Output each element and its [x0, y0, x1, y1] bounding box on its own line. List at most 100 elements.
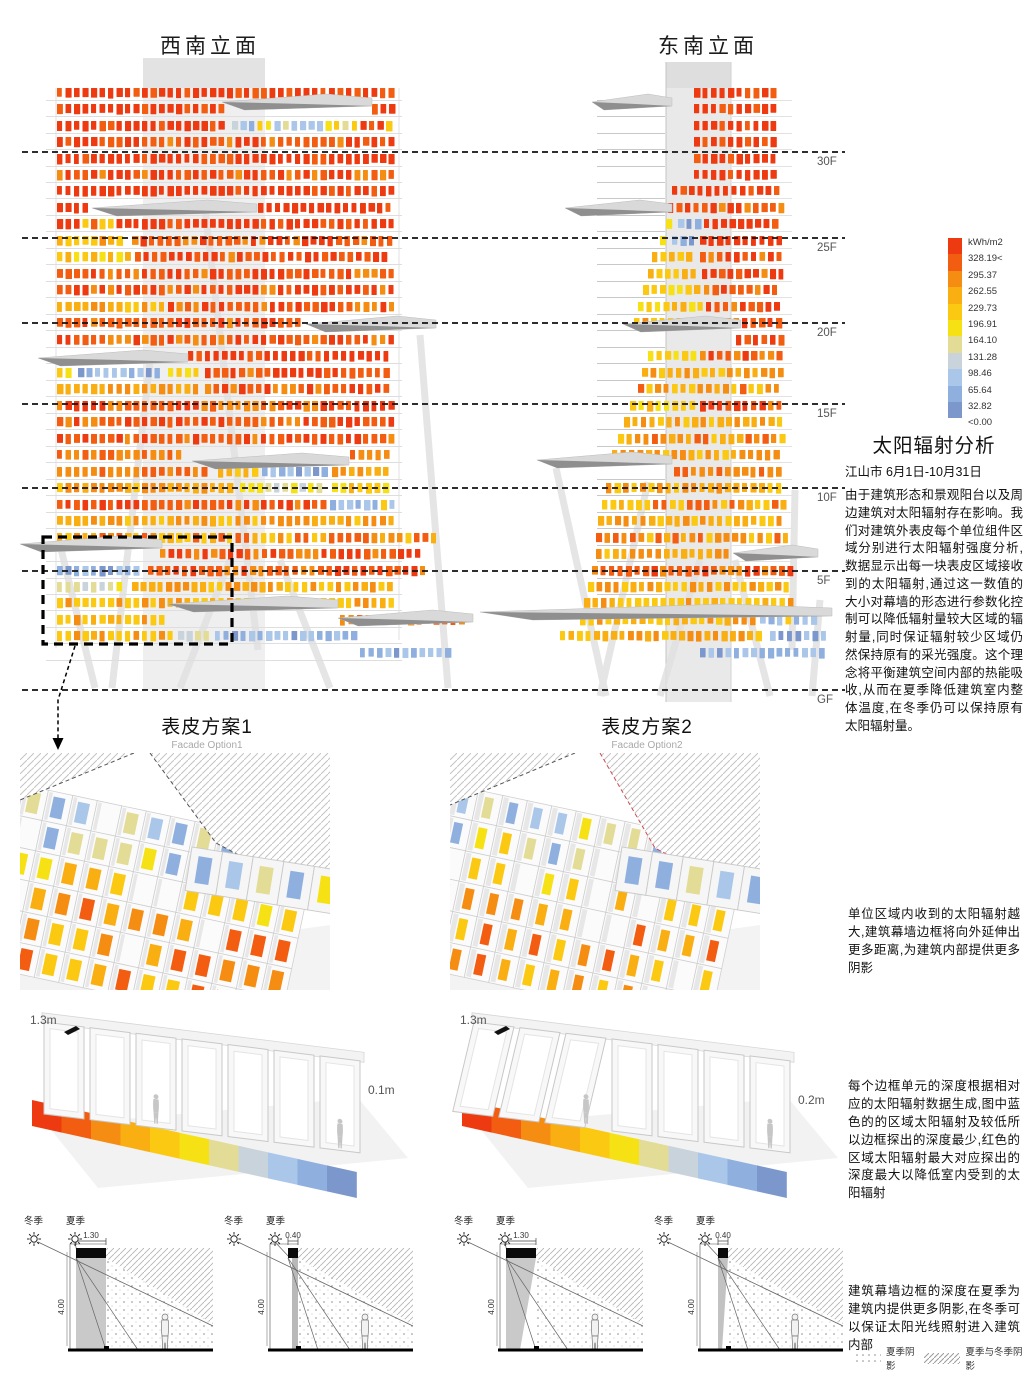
svg-text:夏季: 夏季 — [496, 1215, 516, 1227]
legend-color-cell — [948, 270, 962, 288]
analysis-subtitle: 江山市 6月1日-10月31日 — [845, 465, 982, 479]
balcony — [19, 535, 163, 553]
svg-text:1.30: 1.30 — [83, 1231, 99, 1240]
svg-text:1.30: 1.30 — [513, 1231, 529, 1240]
facade-render-option-1 — [20, 753, 330, 990]
svg-text:0.2m: 0.2m — [798, 1093, 825, 1107]
sun-icon — [657, 1232, 671, 1246]
legend-color-cell — [948, 336, 962, 353]
legend-value: 131.28 — [968, 351, 998, 363]
floor-label: 25F — [817, 242, 837, 254]
svg-text:1.3m: 1.3m — [30, 1013, 57, 1027]
sun-icon — [698, 1232, 712, 1246]
svg-text:冬季: 冬季 — [654, 1215, 674, 1227]
sun-icon — [27, 1232, 41, 1246]
legend-color-cell — [948, 320, 962, 337]
legend-value: 164.10 — [968, 335, 998, 347]
balcony — [479, 603, 833, 621]
floor-label: 5F — [817, 575, 831, 587]
analysis-title: 太阳辐射分析 — [872, 435, 996, 457]
legend-color-cell — [948, 254, 962, 271]
legend-color-cell — [948, 303, 962, 320]
facade-option-1-title: 表皮方案1 Facade Option1 — [92, 712, 322, 751]
balcony — [167, 595, 339, 613]
svg-text:夏季: 夏季 — [66, 1215, 86, 1227]
legend-value: 65.64 — [968, 384, 992, 396]
legend-unit: kWh/m2 — [968, 237, 1003, 248]
legend-value: 262.55 — [968, 286, 998, 298]
shading-section-diagram: 0.40 4.00 冬季 夏季 — [224, 1215, 414, 1352]
summer-winter-shadow-swatch — [924, 1352, 961, 1364]
balcony — [337, 609, 474, 627]
shading-section-diagram: 0.40 4.00 冬季 夏季 — [654, 1215, 844, 1352]
section-note: 建筑幕墙边框的深度在夏季为建筑内提供更多阴影,在冬季可以保证太阳光线照射进入建筑… — [848, 1284, 1020, 1352]
summer-shadow-swatch — [855, 1352, 881, 1364]
svg-text:4.00: 4.00 — [257, 1299, 266, 1315]
svg-text:冬季: 冬季 — [224, 1215, 244, 1227]
svg-text:4.00: 4.00 — [57, 1299, 66, 1315]
summer-winter-shadow-label: 夏季与冬季阴影 — [965, 1347, 1023, 1372]
analysis-body: 由于建筑形态和景观阳台以及周边建筑对太阳辐射存在影响。我们对建筑外表皮每个单位组… — [845, 488, 1023, 733]
left-elevation-title: 西南立面 — [160, 35, 260, 58]
svg-text:冬季: 冬季 — [454, 1215, 474, 1227]
balcony — [536, 451, 673, 469]
legend-value: 32.82 — [968, 401, 992, 412]
elevation-diagrams — [19, 58, 845, 750]
sun-icon — [498, 1232, 512, 1246]
balcony — [564, 199, 673, 217]
facade-option-2-en: Facade Option2 — [611, 740, 683, 751]
shadow-legend: 夏季阴影 夏季与冬季阴影 — [855, 1344, 1024, 1372]
legend-color-cell — [948, 287, 962, 304]
balcony — [591, 93, 673, 111]
facade-render-option-2 — [450, 753, 760, 990]
legend-value: 196.91 — [968, 319, 998, 330]
detail-arrow — [57, 645, 76, 738]
svg-text:0.40: 0.40 — [715, 1231, 731, 1240]
facade-option-1-en: Facade Option1 — [171, 740, 243, 751]
sun-icon — [68, 1232, 82, 1246]
balcony — [191, 452, 350, 470]
legend-color-cell — [948, 402, 962, 419]
shading-section-diagram: 1.30 4.00 冬季 夏季 — [454, 1215, 644, 1352]
svg-text:0.1m: 0.1m — [368, 1083, 395, 1097]
svg-text:夏季: 夏季 — [696, 1215, 716, 1227]
legend-color-cell — [948, 369, 962, 386]
balcony — [732, 544, 819, 562]
floor-label: GF — [817, 694, 833, 706]
legend-value: <0.00 — [968, 417, 993, 429]
svg-text:1.3m: 1.3m — [460, 1013, 487, 1027]
legend-color-cell — [948, 385, 962, 402]
legend-color-cell — [948, 238, 962, 255]
balcony — [622, 315, 742, 333]
balcony — [37, 349, 189, 367]
floor-label: 20F — [817, 327, 837, 339]
balcony — [221, 93, 373, 111]
floor-label: 30F — [817, 156, 837, 168]
option-note: 单位区域内收到的太阳辐射越大,建筑幕墙边框将向外延伸出更多距离,为建筑内部提供更… — [848, 907, 1020, 975]
sun-icon — [457, 1232, 471, 1246]
facade-option-2-title: 表皮方案2 Facade Option2 — [532, 712, 762, 751]
summer-shadow-label: 夏季阴影 — [886, 1347, 915, 1372]
sun-icon — [227, 1232, 241, 1246]
legend-color-cell — [948, 352, 962, 370]
frame-depth-diagram-1: 1.3m 0.1m — [30, 1012, 408, 1199]
facade-option-1-cn: 表皮方案1 — [161, 717, 253, 738]
analysis-block: 太阳辐射分析 江山市 6月1日-10月31日 由于建筑形态和景观阳台以及周边建筑… — [845, 429, 1023, 736]
sun-icon — [268, 1232, 282, 1246]
svg-text:冬季: 冬季 — [24, 1215, 44, 1227]
right-elevation-title: 东南立面 — [658, 35, 758, 58]
floor-label: 10F — [817, 492, 837, 504]
depth-note: 每个边框单元的深度根据相对应的太阳辐射数据生成,图中蓝色的的区域太阳辐射及较低所… — [848, 1079, 1020, 1201]
svg-text:4.00: 4.00 — [687, 1299, 696, 1315]
facade-option-2-cn: 表皮方案2 — [601, 717, 693, 738]
svg-text:夏季: 夏季 — [266, 1215, 286, 1227]
balcony — [91, 199, 258, 217]
svg-text:0.40: 0.40 — [285, 1231, 301, 1240]
frame-depth-diagram-2: 1.3m 0.2m — [452, 1012, 838, 1199]
legend-value: 295.37 — [968, 269, 998, 281]
floor-label: 15F — [817, 408, 837, 420]
detail-selection-box — [41, 535, 234, 646]
balcony — [305, 315, 437, 333]
svg-text:4.00: 4.00 — [487, 1299, 496, 1315]
